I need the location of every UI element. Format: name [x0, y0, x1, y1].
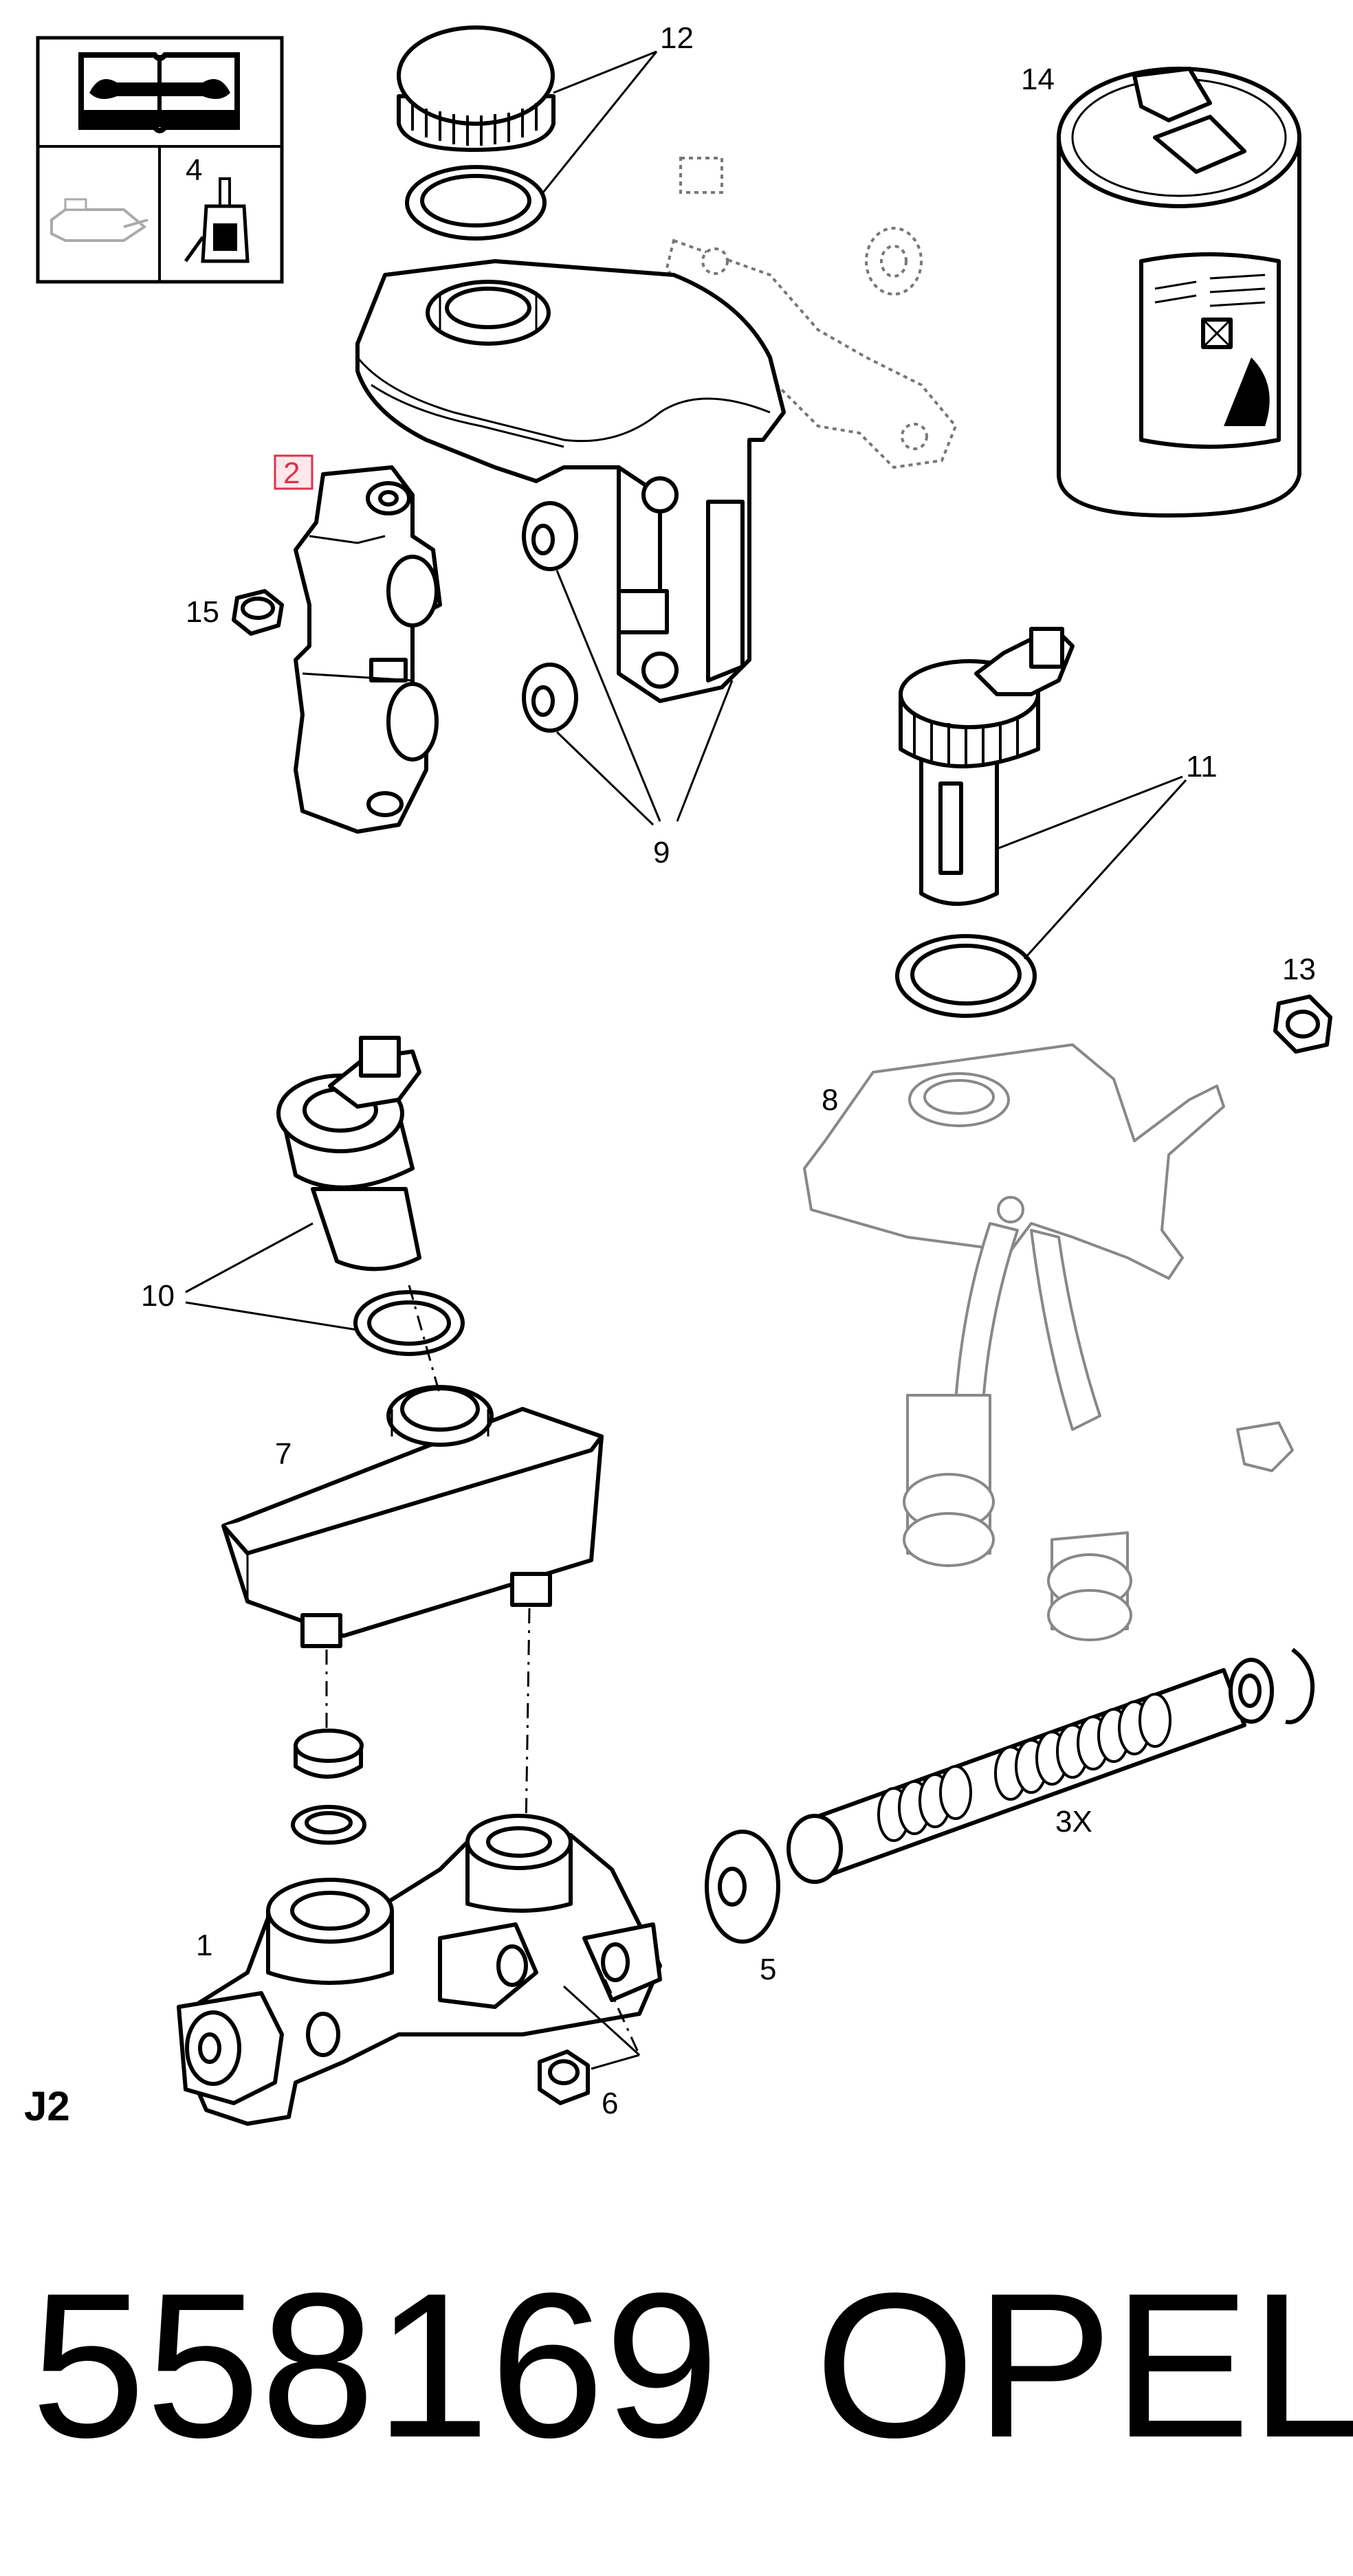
callout-13: 13 [1282, 953, 1316, 986]
part-5-washer: 5 [705, 1830, 780, 1986]
ghost-bracket [665, 157, 958, 469]
part-10-cap-sensor: 10 [141, 1036, 465, 1356]
part-number: 558169 [31, 2250, 719, 2480]
highlight-box-2 [274, 454, 314, 490]
part-14-fluid-can: 14 [1021, 63, 1301, 518]
part-6-nut: 6 [538, 1979, 641, 2120]
part-8-reservoir: 8 [803, 1043, 1294, 1641]
part-7-reservoir: 7 [221, 1385, 604, 1648]
callout-5: 5 [760, 1953, 776, 1986]
fluid-bottle-icon [184, 177, 250, 263]
callout-10: 10 [141, 1279, 175, 1313]
part-2-cylinder-body: 2 [274, 454, 442, 834]
part-15-nut: 15 [186, 589, 284, 636]
part-9-reservoir: 9 [355, 259, 786, 869]
grommets [291, 1729, 366, 1845]
oil-can-icon [50, 198, 148, 242]
manual-wrench-icon [78, 52, 240, 133]
brand-name: OPEL [815, 2250, 1353, 2480]
callout-3: 3X [1055, 1805, 1092, 1839]
part-12-cap-and-seal: 12 [397, 21, 694, 241]
callout-7: 7 [275, 1437, 292, 1471]
callout-8: 8 [822, 1083, 838, 1117]
callout-6: 6 [602, 2087, 618, 2120]
callout-11: 11 [1186, 750, 1218, 784]
info-box: 4 [36, 36, 284, 284]
callout-12: 12 [660, 21, 694, 55]
part-3-piston-kit: 3X [786, 1647, 1315, 1884]
part-11-filler-sensor: 11 [895, 627, 1218, 1018]
callout-2: 2 [283, 456, 300, 490]
callout-9: 9 [653, 836, 670, 869]
part-1-master-cylinder: 1 [177, 1814, 662, 2126]
part-13-nut: 13 [1273, 953, 1332, 1054]
callout-1: 1 [196, 1929, 212, 1962]
callout-14: 14 [1021, 63, 1055, 96]
section-code: J2 [24, 2083, 70, 2129]
callout-15: 15 [186, 595, 219, 629]
callout-4: 4 [186, 153, 202, 187]
